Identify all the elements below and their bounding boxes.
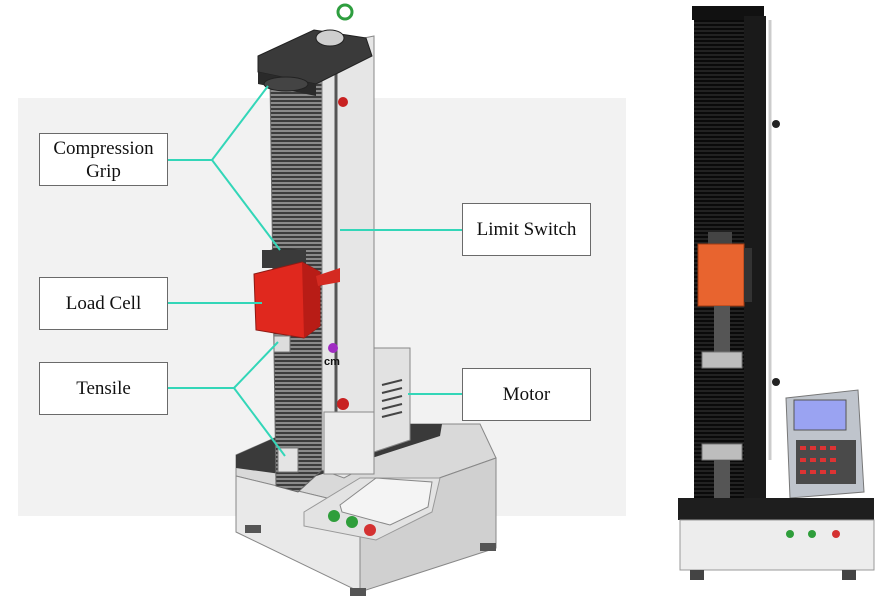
- photo-side-rail: [744, 16, 766, 508]
- photo-upper-grip: [714, 306, 730, 352]
- limit-switch-lower-icon: [337, 398, 349, 410]
- label-compression-grip-line2: Grip: [86, 160, 121, 182]
- photo-grip-jaw-lower: [701, 443, 743, 461]
- machine-drawing: cm: [235, 3, 497, 596]
- photo-load-cell: [697, 243, 745, 307]
- position-marker-icon: [328, 343, 338, 353]
- photo-base-front: [679, 519, 875, 571]
- label-motor-text: Motor: [502, 384, 551, 405]
- label-motor: Motor: [462, 368, 591, 421]
- green-button-icon-2: [346, 516, 358, 528]
- load-cell-bracket: [316, 268, 340, 286]
- foot-left: [245, 525, 261, 533]
- label-compression-grip-line1: Compression: [53, 137, 154, 159]
- label-load-cell: Load Cell: [39, 277, 168, 330]
- label-compression-grip: Compression Grip: [39, 133, 168, 186]
- photo-grip-jaw-upper: [701, 351, 743, 369]
- leader-compression-grip-2: [211, 159, 281, 251]
- label-tensile-text: Tensile: [76, 378, 131, 399]
- label-limit-switch-text: Limit Switch: [476, 219, 577, 240]
- compression-grip-platen: [263, 76, 309, 92]
- photo-knob-1: [772, 120, 780, 128]
- photo-lcd-screen: [793, 399, 847, 431]
- photo-keypad-keys: [800, 446, 836, 474]
- side-cover: [323, 411, 375, 475]
- control-panel-window: [339, 477, 433, 526]
- eyebolt-icon: [336, 3, 354, 21]
- motor-housing: [373, 347, 411, 453]
- machine-photo: [655, 0, 891, 602]
- photo-foot-left: [690, 570, 704, 580]
- upper-tensile-grip: [273, 335, 291, 353]
- red-button-icon: [364, 524, 376, 536]
- leader-tensile-2: [233, 387, 286, 457]
- photo-green-button-icon: [786, 530, 794, 538]
- photo-green-button-icon-2: [808, 530, 816, 538]
- photo-base-top: [678, 498, 874, 520]
- foot-right: [480, 543, 496, 551]
- limit-switch-upper-icon: [338, 97, 348, 107]
- photo-lower-grip: [714, 460, 730, 500]
- green-button-icon: [328, 510, 340, 522]
- label-tensile: Tensile: [39, 362, 168, 415]
- leader-lines: [168, 85, 462, 457]
- photo-load-cell-side: [744, 248, 752, 302]
- photo-red-button-icon: [832, 530, 840, 538]
- top-plate-hole: [315, 29, 345, 47]
- cm-marker-label: cm: [324, 356, 340, 368]
- photo-foot-right: [842, 570, 856, 580]
- foot-mid: [350, 588, 366, 596]
- photo-upper-platen: [708, 232, 732, 244]
- photo-knob-2: [772, 378, 780, 386]
- label-load-cell-text: Load Cell: [65, 293, 142, 314]
- label-limit-switch: Limit Switch: [462, 203, 591, 256]
- load-cell-side: [302, 262, 320, 338]
- motor-vents: [381, 379, 403, 418]
